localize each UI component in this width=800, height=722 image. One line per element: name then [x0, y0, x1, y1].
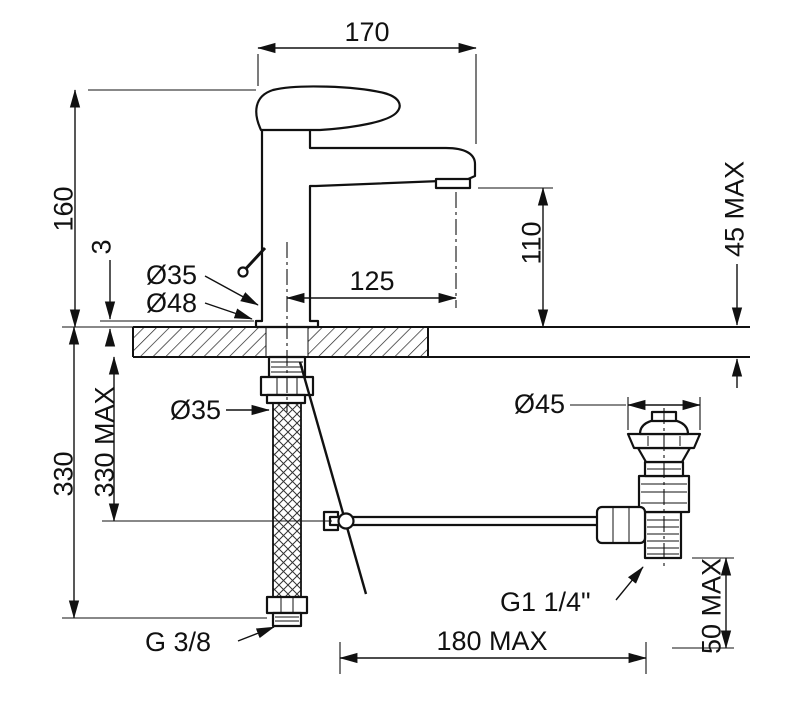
leader-g38 — [237, 626, 275, 642]
label-body-dia: Ø35 — [146, 260, 197, 290]
label-spout-reach: 125 — [349, 266, 394, 296]
countertop-hatch-right — [308, 327, 428, 357]
label-waste-dia: Ø45 — [514, 389, 565, 419]
tailpiece-threads — [647, 519, 679, 555]
faucet-body-spout — [254, 127, 477, 329]
label-height-above-deck: 160 — [48, 186, 78, 231]
nut-facets — [276, 378, 298, 394]
pop-up-knob — [237, 266, 249, 278]
washer — [265, 393, 307, 405]
faucet — [237, 85, 477, 329]
waste-tailpiece — [643, 510, 683, 560]
label-supply-thread: G 3/8 — [145, 627, 211, 657]
drain-assembly — [595, 410, 702, 560]
rod-coupling-nut — [595, 505, 647, 545]
vertical-pull-rod — [298, 361, 368, 595]
label-base-plate: 3 — [86, 239, 116, 254]
leader-dia35-body — [204, 275, 259, 306]
centerlines — [286, 192, 665, 568]
label-waste-depth-max: 50 MAX — [696, 558, 726, 654]
label-reach-max: 180 MAX — [436, 626, 547, 656]
label-waste-thread: G1 1/4" — [500, 587, 591, 617]
supply-hose — [265, 402, 309, 628]
hose-fitting — [265, 595, 309, 615]
lever-handle — [255, 85, 401, 132]
fitting-facets — [280, 598, 294, 612]
label-underdeck-max: 330 MAX — [89, 386, 119, 497]
label-hose-length: 330 — [48, 451, 78, 496]
label-base-dia: Ø48 — [146, 288, 197, 318]
label-spout-width: 170 — [344, 17, 389, 47]
label-deck-max: 45 MAX — [719, 161, 749, 257]
braided-hose — [272, 402, 302, 598]
horizontal-lever-rod — [328, 515, 608, 527]
hose-thread-end — [271, 611, 303, 628]
ball-joint — [337, 512, 355, 530]
leader-dia48 — [204, 302, 253, 320]
label-hole-dia: Ø35 — [170, 395, 221, 425]
coupling-nut-facets — [612, 508, 630, 542]
label-outlet-height: 110 — [516, 221, 546, 264]
countertop — [132, 326, 750, 358]
dimension-labels: 170 160 3 Ø35 Ø48 125 110 45 MAX 330 MAX… — [48, 17, 749, 657]
dimension-lines — [68, 42, 743, 664]
countertop-hatch-left — [133, 327, 266, 357]
aerator-outlet — [434, 177, 472, 190]
hose-end-threads — [275, 616, 299, 622]
leader-g114 — [615, 566, 644, 601]
